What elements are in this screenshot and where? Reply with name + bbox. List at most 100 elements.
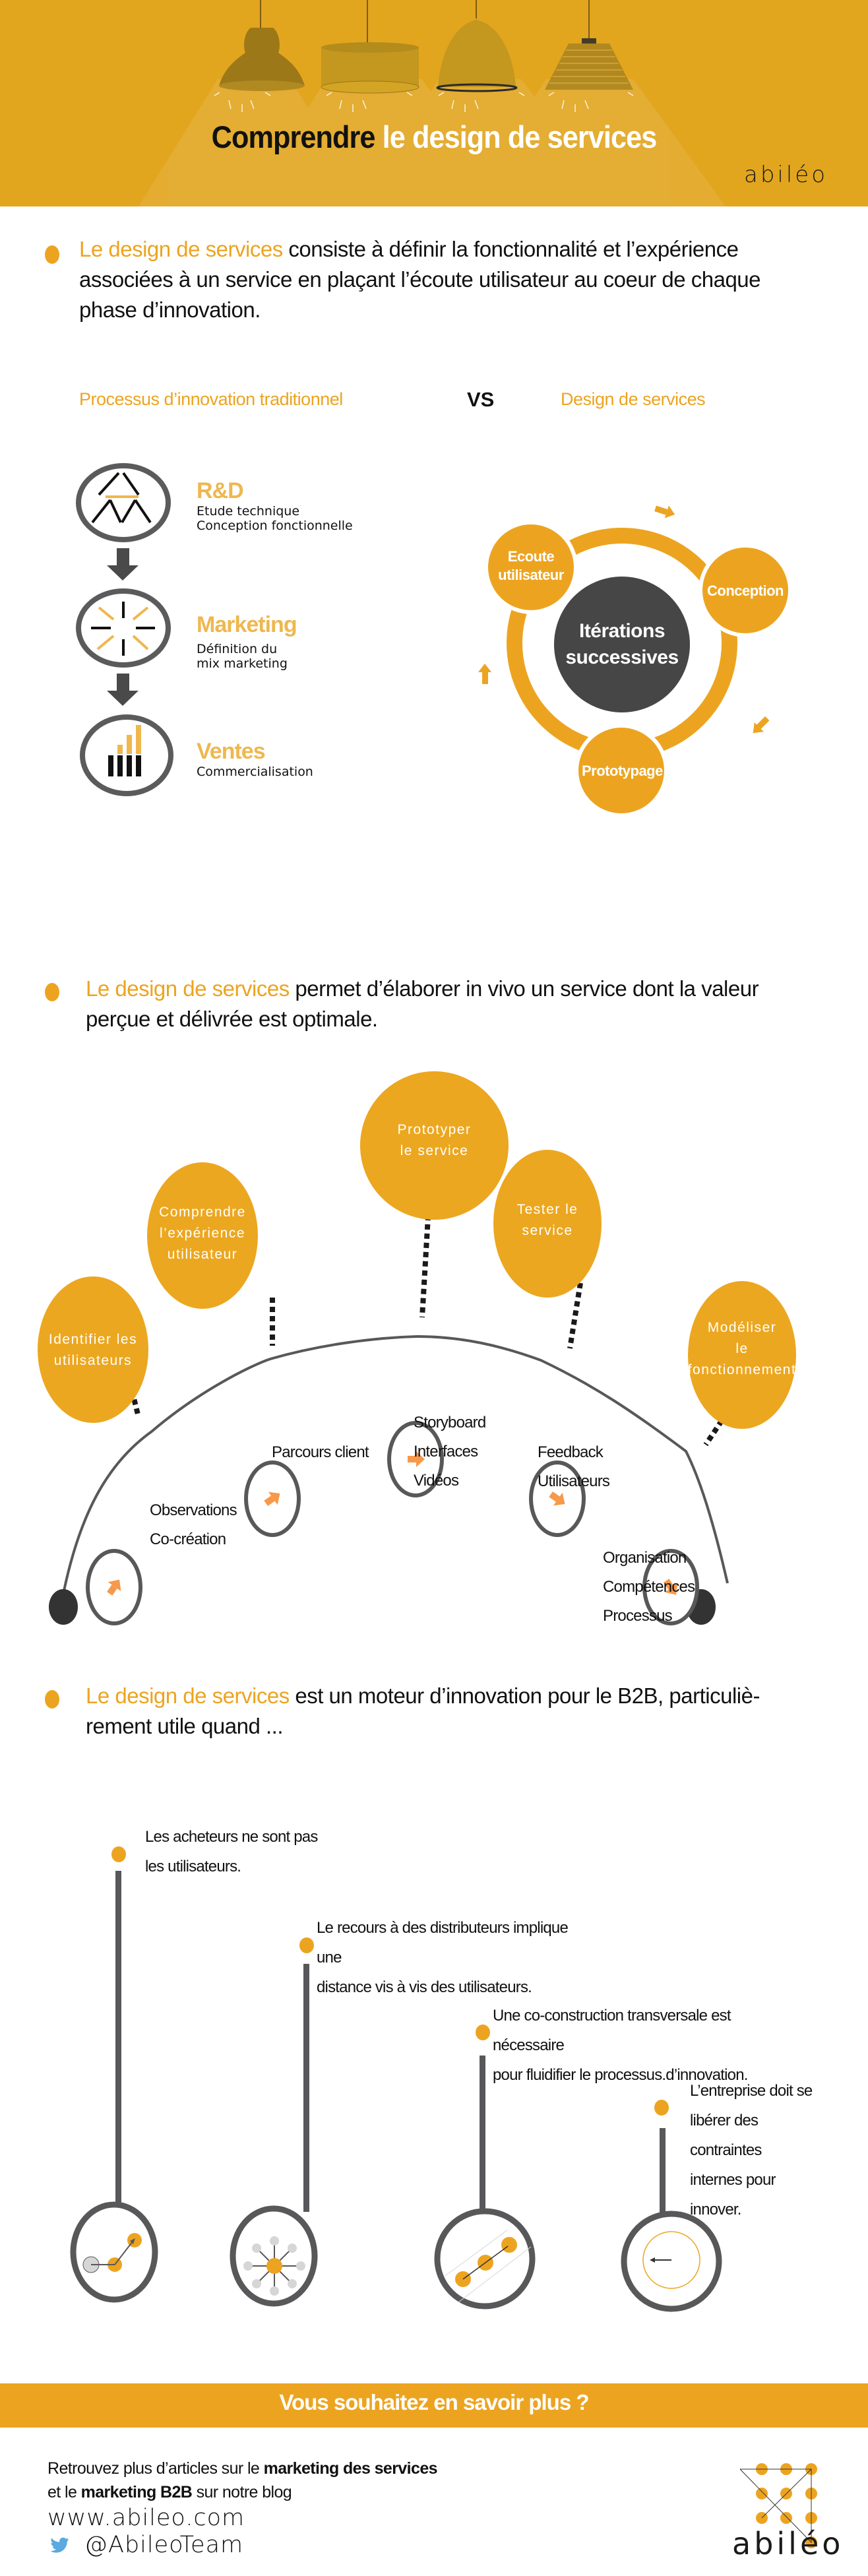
journey-arc (62, 1335, 729, 1594)
versus-label: VS (467, 388, 495, 411)
paragraph-line: permet d’élaborer in vivo un service don… (289, 976, 759, 1001)
paragraph-accent: Le design de services (86, 1683, 290, 1708)
condition-circle (621, 2211, 722, 2312)
arrow-right-icon (408, 1451, 425, 1467)
step-title: Ventes (197, 739, 266, 764)
bubble-line: utilisateur (167, 1247, 238, 1262)
step-text-observations: Observations Co-création (150, 1496, 237, 1554)
paragraph-line: associées à un service en plaçant l’écou… (79, 267, 761, 292)
center-label: Itérations successives (556, 618, 688, 671)
step-text-feedback: Feedback Utilisateurs (538, 1438, 610, 1496)
step-title: R&D (197, 478, 244, 503)
bubble-identifier: Identifier les utilisateurs (38, 1276, 148, 1423)
paragraph-accent: Le design de services (86, 976, 290, 1001)
center-line: Itérations (578, 620, 666, 642)
bubble-line: utilisateurs (53, 1353, 133, 1368)
cta-label[interactable]: Vous souhaitez en savoir plus ? (279, 2390, 590, 2414)
step-line: Compétences (603, 1578, 695, 1596)
footer-link-services[interactable]: marketing des services (263, 2459, 438, 2478)
website-link[interactable]: www.abileo.com (47, 2505, 245, 2531)
title-dark: Comprendre (211, 119, 376, 154)
condition-dot (111, 1846, 126, 1862)
arrow-down-left-icon (753, 716, 770, 734)
footer-text: Retrouvez plus d’articles sur le (47, 2459, 264, 2478)
hub-network-icon (243, 2236, 305, 2296)
node-ecoute (484, 520, 578, 614)
step-sales-circle (80, 714, 173, 796)
condition-dot (654, 2100, 669, 2116)
bubble-line: Identifier les (48, 1332, 138, 1347)
step-line: Feedback (538, 1443, 604, 1461)
condition-text: Les acheteurs ne sont pas les utilisateu… (145, 1822, 343, 1881)
condition-stem (115, 1871, 121, 2207)
paragraph-line: phase d’innovation. (79, 298, 261, 322)
step-line: Observations (150, 1501, 237, 1519)
step-marketing-text: Marketing Définition du mix marketing (197, 612, 297, 671)
journey-paragraph: Le design de services permet d’élaborer … (86, 974, 844, 1034)
step-desc: mix marketing (197, 656, 288, 671)
step-line: Vidéos (414, 1472, 459, 1490)
footer-text: et le (47, 2483, 81, 2501)
step-line: Storyboard (414, 1414, 486, 1431)
path-progress-icon (82, 2233, 142, 2273)
step-desc: Conception fonctionnelle (197, 518, 353, 533)
arrow-down-right-icon (664, 1579, 678, 1595)
bubble-line: l’expérience (159, 1226, 246, 1241)
twitter-handle[interactable]: @AbileoTeam (47, 2532, 243, 2558)
bubble-line: fonctionnement (687, 1362, 797, 1377)
condition-line: Le recours à des distributeurs implique … (317, 1919, 569, 1966)
bubble-line: Comprendre (159, 1205, 246, 1220)
bubble-line: le service (400, 1143, 469, 1158)
connector-line (567, 1282, 583, 1349)
condition-dot (299, 1937, 314, 1953)
twitter-label[interactable]: @AbileoTeam (84, 2532, 244, 2558)
connector-line (419, 1205, 431, 1318)
bubble-comprendre: Comprendre l’expérience utilisateur (147, 1162, 258, 1309)
condition-line: libérer des contraintes (690, 2112, 762, 2159)
step-desc: Définition du (197, 642, 278, 656)
node-label-ecoute: Ecoute utilisateur (491, 548, 571, 584)
escape-circle-icon (642, 2231, 700, 2289)
arrow-right-icon (654, 505, 675, 518)
node-line: utilisateur (498, 567, 564, 583)
start-dot (49, 1589, 78, 1625)
center-line: successives (565, 646, 679, 668)
arrow-down-icon (107, 674, 139, 706)
aligned-dots-icon (445, 2229, 532, 2303)
bubble-line: le (735, 1341, 749, 1356)
arrow-down-right-icon (549, 1492, 565, 1506)
footer-text: sur notre blog (192, 2483, 292, 2501)
people-network-icon (91, 472, 152, 524)
step-text-storyboard: Storyboard Interfaces Vidéos (414, 1408, 486, 1495)
footer-link-b2b[interactable]: marketing B2B (80, 2483, 193, 2501)
lamp-dome (436, 20, 518, 92)
condition-text: L’entreprise doit se libérer des contrai… (690, 2076, 822, 2224)
step-rd-text: R&D Etude technique Conception fonctionn… (197, 478, 353, 533)
step-line: Utilisateurs (538, 1472, 610, 1490)
footer-blog-text: Retrouvez plus d’articles sur le marketi… (47, 2458, 438, 2503)
node-conception (698, 544, 792, 637)
condition-stem (480, 2056, 485, 2214)
pendant-lamps-illustration (139, 0, 726, 206)
node-line: Ecoute (507, 548, 555, 565)
connector-line (703, 1403, 735, 1447)
condition-circle (70, 2201, 158, 2303)
cta-banner[interactable]: Vous souhaitez en savoir plus ? (0, 2383, 868, 2428)
logo-wordmark: abiléo (732, 2526, 844, 2561)
bubble-line: Tester le (516, 1202, 578, 1217)
condition-text: Le recours à des distributeurs implique … (317, 1913, 580, 2002)
center-circle (554, 577, 690, 712)
node-prototypage (574, 724, 668, 817)
paragraph-line: consiste à définir la fonctionnalité et … (282, 237, 739, 261)
abileo-logo: abiléo (732, 2463, 844, 2561)
lamp-ribbed (545, 38, 633, 90)
iteration-cycle-diagram (478, 505, 792, 817)
title-light: le design de services (382, 119, 658, 154)
page-title: Comprendre le design de services (35, 119, 834, 155)
node-label-conception: Conception (706, 582, 785, 600)
paragraph-line: est un moteur d’innovation pour le B2B, … (289, 1683, 760, 1708)
twitter-bird-icon (50, 2537, 69, 2553)
bar-chart-icon (108, 725, 141, 776)
step-line: Interfaces (414, 1443, 478, 1461)
node-label-prototypage: Prototypage (582, 762, 663, 780)
